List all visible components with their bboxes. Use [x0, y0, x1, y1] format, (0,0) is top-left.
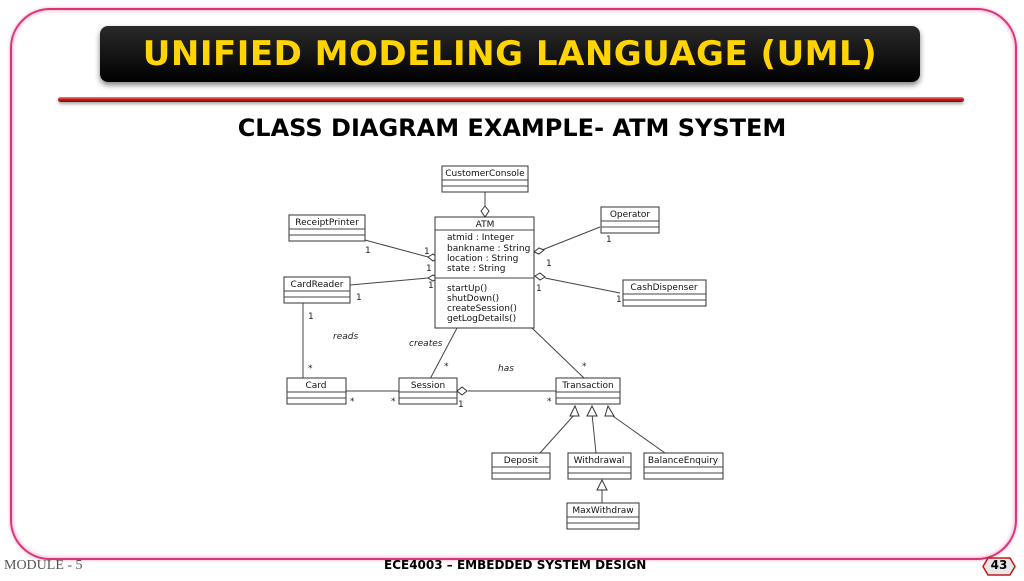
atm-operation: createSession() — [447, 304, 517, 314]
class-atm: ATM atmid : Integer bankname : String lo… — [434, 216, 535, 329]
multiplicity-label: 1 — [606, 235, 612, 245]
assoc-cardreader-atm — [349, 277, 429, 286]
atm-attribute: state : String — [447, 264, 505, 274]
association-label-reads: reads — [333, 332, 358, 342]
class-card: Card — [286, 377, 347, 405]
page-number-badge: 43 — [982, 557, 1016, 576]
class-name: ATM — [476, 220, 495, 230]
class-name: Session — [411, 381, 445, 391]
class-name: Operator — [610, 210, 651, 220]
class-name: CardReader — [291, 280, 344, 290]
class-name: Deposit — [504, 456, 539, 466]
page-badge-shape — [982, 557, 1016, 576]
class-name: Withdrawal — [574, 456, 625, 466]
class-name: BalanceEnquiry — [648, 456, 719, 466]
inherit-deposit — [539, 413, 576, 454]
multiplicity-label: * — [547, 397, 552, 407]
multiplicity-label: 1 — [356, 293, 362, 303]
slide-subtitle: CLASS DIAGRAM EXAMPLE- ATM SYSTEM — [237, 114, 787, 142]
title-banner: UNIFIED MODELING LANGUAGE (UML) — [100, 26, 920, 82]
inheritance-arrow — [569, 404, 580, 417]
class-name: Card — [305, 381, 326, 391]
atm-operation: startUp() — [447, 284, 487, 294]
assoc-operator-atm — [541, 226, 601, 251]
page-number: 43 — [990, 558, 1008, 572]
multiplicity-label: 1 — [426, 264, 432, 274]
class-name: Transaction — [561, 381, 614, 391]
class-deposit: Deposit — [491, 452, 551, 480]
atm-attribute: bankname : String — [447, 244, 530, 254]
class-name: MaxWithdraw — [572, 506, 633, 516]
atm-attribute: location : String — [447, 254, 518, 264]
multiplicity-label: * — [444, 362, 449, 372]
multiplicity-label: 1 — [428, 281, 434, 291]
multiplicity-label: * — [391, 397, 396, 407]
class-receipt-printer: ReceiptPrinter — [288, 214, 366, 242]
multiplicity-label: 1 — [546, 259, 552, 269]
aggregation-diamond — [534, 272, 546, 281]
multiplicity-label: 1 — [536, 284, 542, 294]
inheritance-arrow — [596, 478, 608, 491]
class-balance-enquiry: BalanceEnquiry — [643, 452, 724, 480]
inherit-balance — [609, 413, 666, 454]
multiplicity-label: * — [350, 397, 355, 407]
inheritance-arrow — [586, 404, 598, 417]
class-name: ReceiptPrinter — [295, 218, 359, 228]
class-transaction: Transaction — [555, 377, 621, 405]
multiplicity-label: 1 — [616, 295, 622, 305]
atm-operation: getLogDetails() — [447, 314, 516, 324]
multiplicity-label: 1 — [365, 246, 371, 256]
association-label-has: has — [498, 364, 514, 374]
class-name: CashDispenser — [630, 283, 697, 293]
class-operator: Operator — [600, 206, 660, 234]
association-label-creates: creates — [409, 339, 443, 349]
class-session: Session — [398, 377, 458, 405]
multiplicity-label: 1 — [308, 312, 314, 322]
multiplicity-label: 1 — [424, 247, 430, 257]
multiplicity-label: 1 — [458, 400, 464, 410]
assoc-atm-session — [429, 327, 458, 380]
aggregation-diamond — [533, 247, 545, 255]
title-underline — [58, 97, 964, 102]
atm-attribute: atmid : Integer — [447, 233, 514, 243]
inherit-withdrawal — [591, 413, 597, 454]
multiplicity-label: * — [308, 364, 313, 374]
assoc-atm-transaction — [531, 327, 586, 380]
uml-class-diagram: .box{fill:#fff;stroke:#333;stroke-width:… — [283, 165, 724, 530]
assoc-cashdispenser-atm — [544, 277, 621, 294]
class-card-reader: CardReader — [283, 276, 351, 304]
footer-course: ECE4003 – EMBEDDED SYSTEM DESIGN — [384, 558, 647, 572]
aggregation-diamond — [480, 205, 490, 218]
slide-title: UNIFIED MODELING LANGUAGE (UML) — [142, 34, 878, 74]
footer-module: MODULE - 5 — [4, 558, 83, 573]
assoc-printer-atm — [364, 239, 429, 258]
multiplicity-label: * — [582, 362, 587, 372]
class-withdrawal: Withdrawal — [567, 452, 632, 480]
atm-operation: shutDown() — [447, 294, 499, 304]
class-cash-dispenser: CashDispenser — [622, 279, 707, 307]
class-max-withdraw: MaxWithdraw — [566, 502, 640, 530]
class-name: CustomerConsole — [445, 169, 525, 179]
aggregation-diamond — [456, 386, 468, 396]
inheritance-arrow — [604, 404, 615, 417]
class-customer-console: CustomerConsole — [441, 165, 529, 193]
